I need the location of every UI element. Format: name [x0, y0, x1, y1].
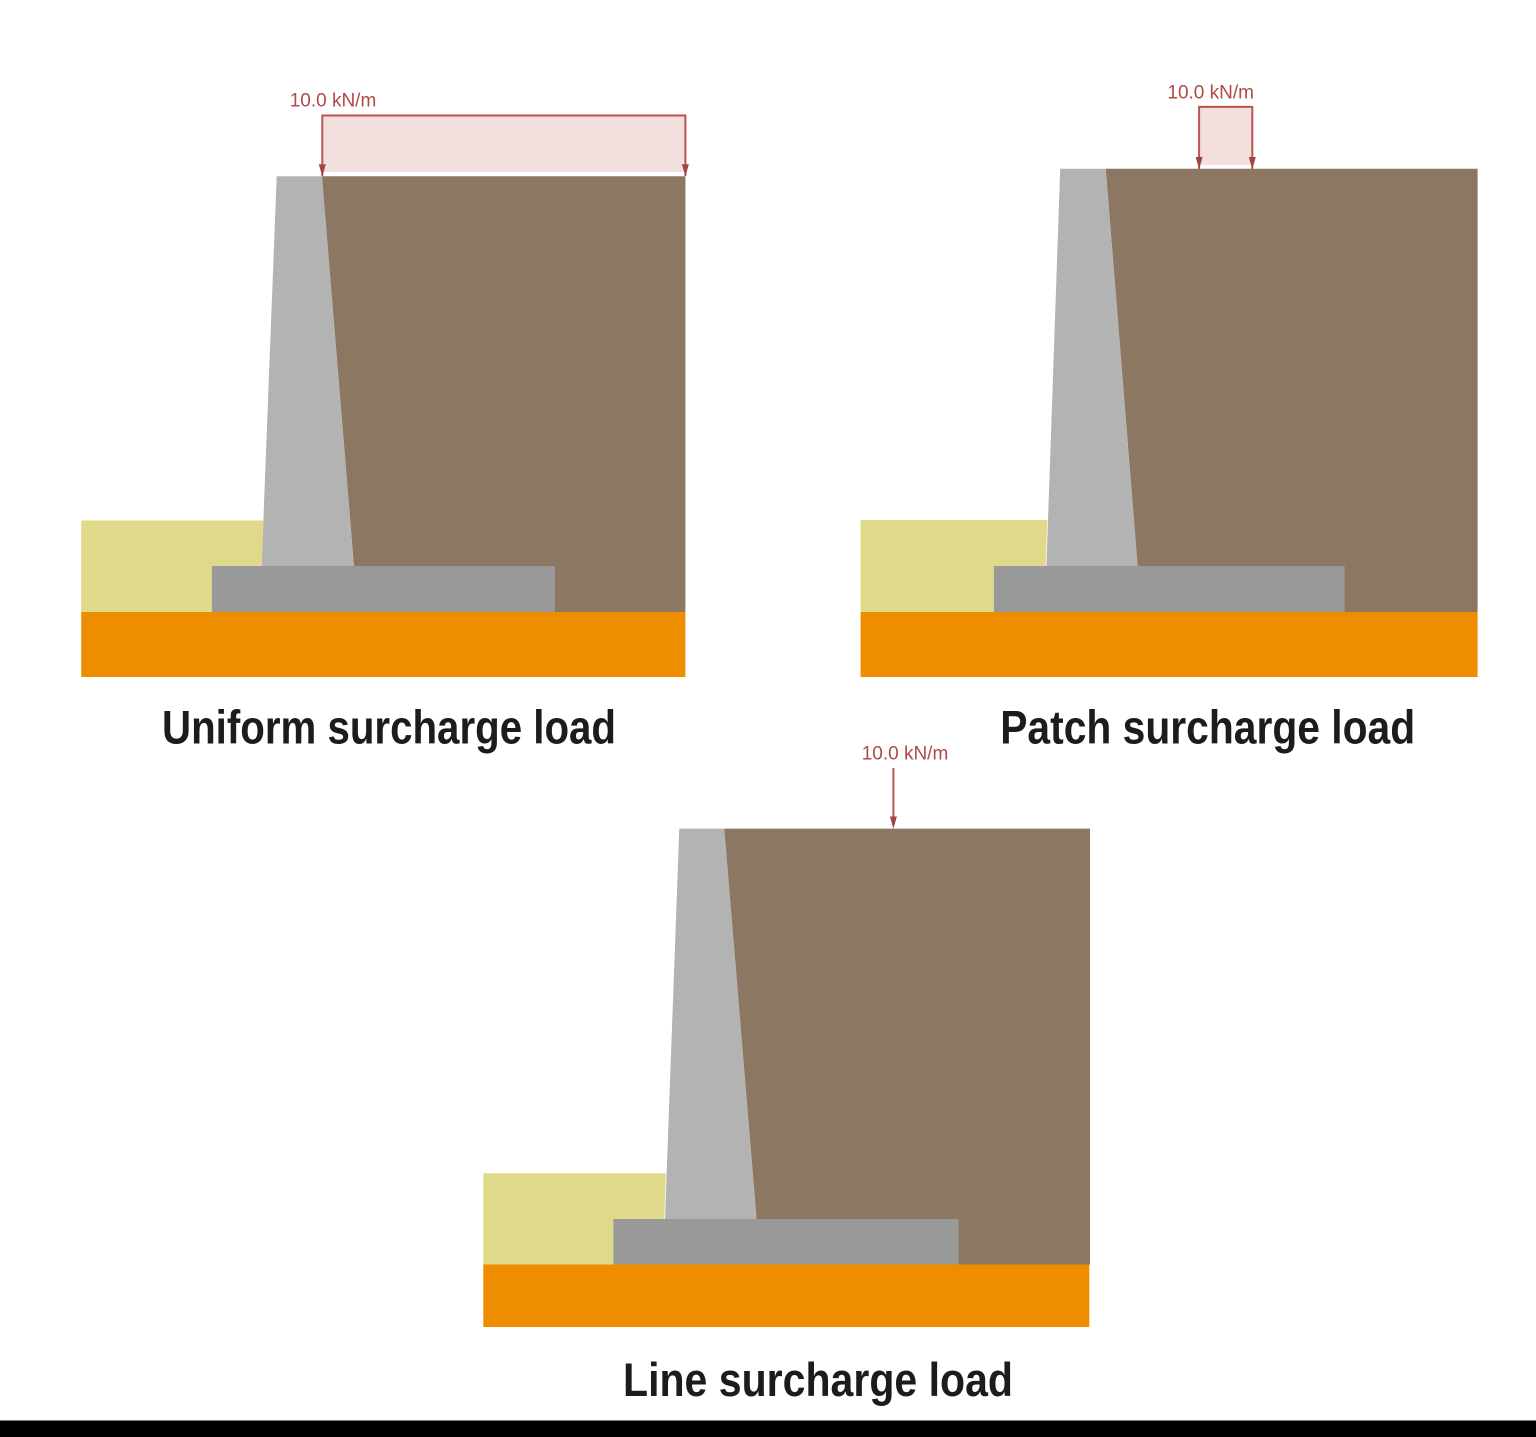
- svg-text:Line surcharge load: Line surcharge load: [623, 1353, 1013, 1406]
- svg-text:Uniform surcharge load: Uniform surcharge load: [162, 701, 616, 754]
- svg-text:10.0 kN/m: 10.0 kN/m: [1167, 82, 1254, 103]
- svg-text:10.0 kN/m: 10.0 kN/m: [862, 744, 949, 765]
- svg-text:Patch surcharge load: Patch surcharge load: [1000, 701, 1415, 754]
- svg-text:10.0 kN/m: 10.0 kN/m: [290, 91, 377, 112]
